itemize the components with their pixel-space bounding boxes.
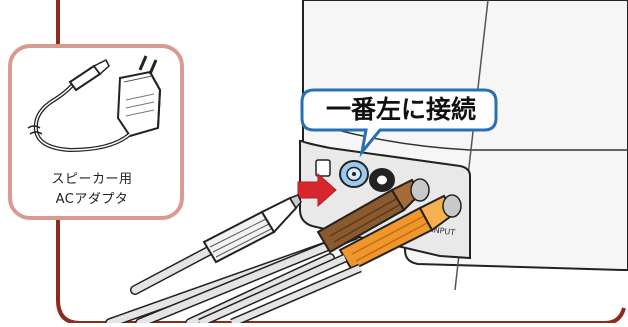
callout-bubble [300, 88, 498, 158]
dc-plug [202, 194, 302, 264]
adapter-label-line2: ACアダプタ [55, 192, 129, 207]
arrow-icon [297, 172, 337, 208]
adapter-label-line1: スピーカー用 [51, 172, 133, 187]
ac-adapter-icon [27, 55, 162, 153]
black-jack-icon [369, 168, 395, 192]
rca-plug-orange [338, 194, 462, 272]
port-label: INPUT [431, 225, 456, 237]
dc-jack-icon [339, 160, 369, 188]
rca-plug-brown [316, 178, 430, 254]
callout-text: 一番左に接続 [325, 95, 476, 124]
power-switch [315, 159, 331, 177]
